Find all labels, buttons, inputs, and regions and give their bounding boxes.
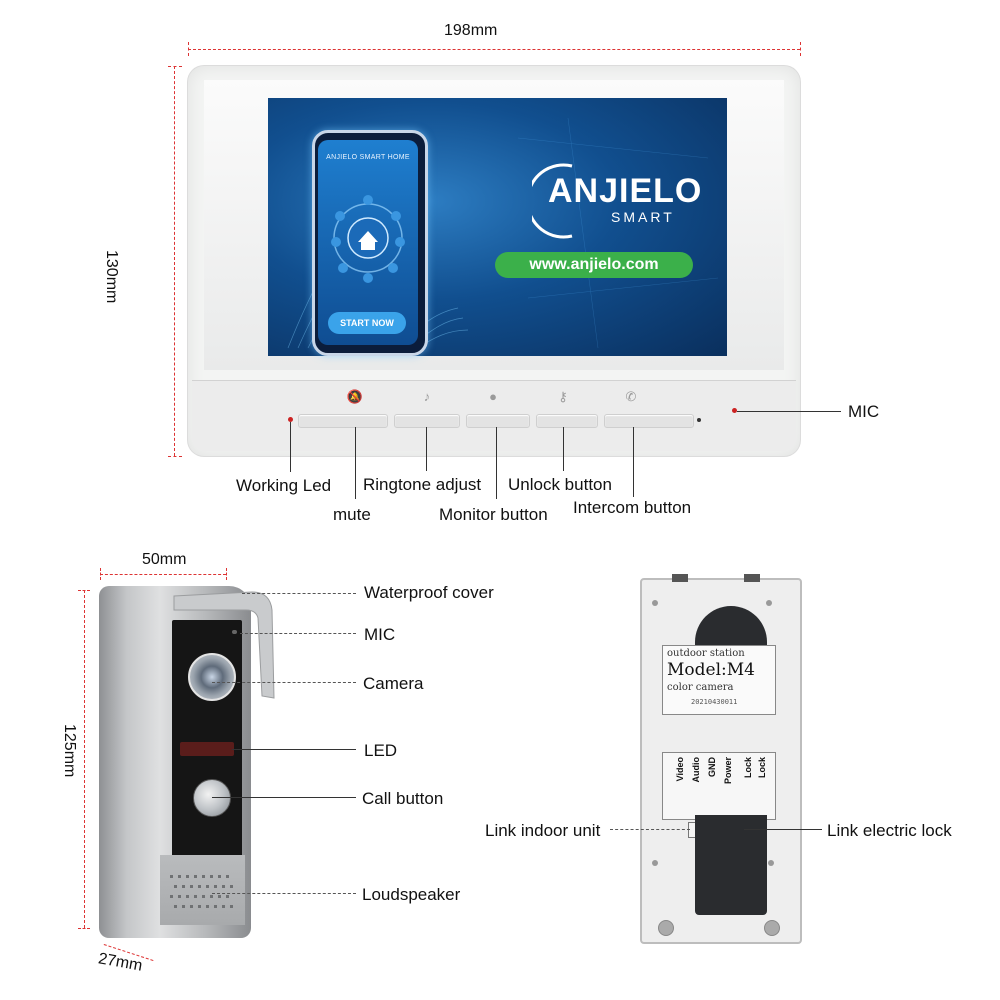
terminal-label-card: Video Audio GND Power Lock Lock bbox=[662, 752, 776, 820]
doorbell-height-dimension-line bbox=[84, 590, 85, 928]
working-led-indicator bbox=[288, 417, 293, 422]
intercom-callout-line bbox=[633, 427, 634, 497]
brand-name: ANJIELO bbox=[548, 172, 703, 210]
call-button-label: Call button bbox=[362, 789, 444, 808]
monitor-button-strip bbox=[192, 380, 796, 451]
camera-callout-line bbox=[212, 682, 356, 683]
led-callout-line bbox=[232, 749, 356, 750]
call-button[interactable] bbox=[193, 779, 231, 817]
screw-hole bbox=[768, 860, 774, 866]
link-electric-lock-callout-line bbox=[744, 829, 822, 830]
loudspeaker-grille bbox=[160, 855, 245, 925]
speaker-holes bbox=[170, 875, 233, 908]
terminal-lock-1: Lock bbox=[743, 757, 753, 779]
doorbell-width-label: 50mm bbox=[142, 551, 187, 568]
waterproof-cover-callout-line bbox=[242, 593, 356, 594]
mounting-tab bbox=[744, 574, 760, 582]
doorbell-height-label: 125mm bbox=[61, 724, 78, 778]
brand-subtitle: SMART bbox=[611, 209, 675, 225]
dimension-tick bbox=[78, 928, 90, 929]
terminal-audio: Audio bbox=[691, 757, 701, 783]
call-button-callout-line bbox=[212, 797, 356, 798]
serial-number: 20210430011 bbox=[691, 698, 738, 706]
website-url: www.anjielo.com bbox=[495, 252, 693, 278]
dimension-tick bbox=[226, 568, 227, 580]
monitor-person-icon: ● bbox=[489, 389, 497, 404]
loudspeaker-label: Loudspeaker bbox=[362, 885, 461, 904]
doorbell-mic-label: MIC bbox=[364, 625, 396, 644]
label-header: outdoor station bbox=[667, 648, 745, 659]
dimension-tick bbox=[78, 590, 90, 591]
ringtone-adjust-label: Ringtone adjust bbox=[363, 475, 482, 494]
terminal-gnd: GND bbox=[707, 757, 717, 777]
working-led-callout-line bbox=[290, 422, 291, 472]
doorbell-mic-callout-line bbox=[240, 633, 356, 634]
mute-callout-line bbox=[355, 427, 356, 499]
mute-label: mute bbox=[333, 505, 371, 524]
unlock-key-icon: ⚷ bbox=[558, 389, 568, 404]
dimension-tick bbox=[800, 42, 801, 56]
camera-label: Camera bbox=[363, 674, 424, 693]
model-label-sticker: outdoor station Model:M4 color camera 20… bbox=[662, 645, 776, 715]
mute-button[interactable] bbox=[298, 414, 388, 428]
unlock-callout-line bbox=[563, 427, 564, 471]
intercom-button[interactable] bbox=[604, 414, 694, 428]
start-now-button-graphic: START NOW bbox=[328, 312, 406, 334]
led-window bbox=[180, 742, 234, 756]
camera-lens bbox=[188, 653, 236, 701]
monitor-width-label: 198mm bbox=[444, 22, 498, 39]
monitor-height-dimension-line bbox=[174, 66, 175, 456]
unlock-button-label: Unlock button bbox=[508, 475, 612, 494]
link-electric-lock-label: Link electric lock bbox=[827, 821, 952, 840]
led-label: LED bbox=[364, 741, 398, 760]
phone-title-text: ANJIELO SMART HOME bbox=[326, 154, 410, 161]
doorbell-width-dimension-line bbox=[100, 574, 226, 575]
monitor-width-dimension-line bbox=[188, 49, 800, 50]
mic-hole bbox=[697, 418, 701, 422]
terminal-lock-2: Lock bbox=[757, 757, 767, 779]
intercom-phone-icon: ✆ bbox=[625, 389, 637, 404]
link-indoor-unit-label: Link indoor unit bbox=[485, 821, 601, 840]
terminal-power: Power bbox=[723, 757, 733, 785]
unlock-button[interactable] bbox=[536, 414, 598, 428]
working-led-label: Working Led bbox=[236, 476, 332, 495]
dimension-tick bbox=[100, 568, 101, 580]
smart-home-icons bbox=[331, 195, 405, 283]
monitor-button-callout-line bbox=[496, 427, 497, 499]
screw-hole bbox=[652, 860, 658, 866]
mic-callout-dot bbox=[732, 408, 737, 413]
doorbell-mic-hole bbox=[232, 630, 237, 634]
dimension-tick bbox=[168, 66, 182, 67]
model-text: Model:M4 bbox=[667, 660, 755, 680]
terminal-video: Video bbox=[675, 757, 685, 782]
cable-channel bbox=[695, 815, 767, 915]
ringtone-note-icon: ♪ bbox=[423, 389, 431, 404]
dimension-tick bbox=[168, 456, 182, 457]
waterproof-cover-label: Waterproof cover bbox=[364, 583, 494, 602]
mic-callout-line bbox=[737, 411, 841, 412]
monitor-height-label: 130mm bbox=[103, 250, 120, 304]
color-camera-text: color camera bbox=[667, 682, 734, 693]
intercom-button-label: Intercom button bbox=[573, 498, 692, 517]
monitor-button[interactable] bbox=[466, 414, 530, 428]
monitor-button-label: Monitor button bbox=[439, 505, 548, 524]
loudspeaker-callout-line bbox=[212, 893, 356, 894]
screw-hole bbox=[652, 600, 658, 606]
dimension-tick bbox=[188, 42, 189, 56]
mute-bell-icon: 🔕 bbox=[346, 389, 364, 404]
ringtone-callout-line bbox=[426, 427, 427, 471]
screw-head bbox=[658, 920, 674, 936]
link-indoor-unit-callout-line bbox=[610, 829, 690, 830]
anjielo-logo-mark bbox=[532, 163, 573, 239]
mic-label: MIC bbox=[848, 402, 880, 421]
screw-head bbox=[764, 920, 780, 936]
screw-hole bbox=[766, 600, 772, 606]
mounting-tab bbox=[672, 574, 688, 582]
ringtone-button[interactable] bbox=[394, 414, 460, 428]
